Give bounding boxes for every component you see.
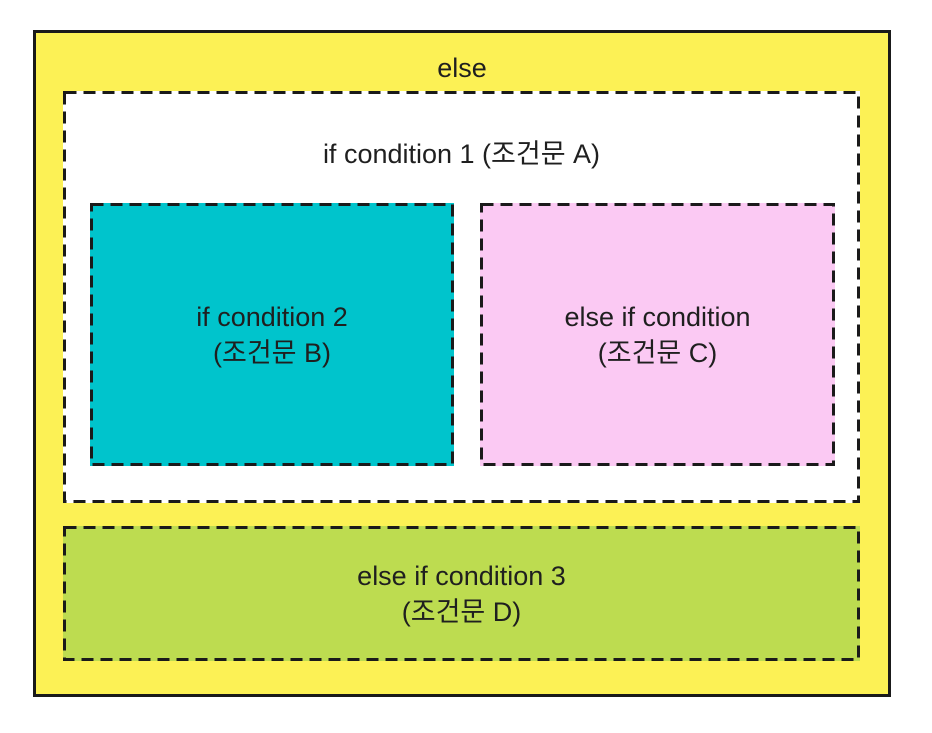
if-condition-2-label-line1: if condition 2: [196, 301, 348, 332]
if-condition-1-label: if condition 1 (조건문 A): [322, 139, 601, 169]
if-condition-2-label-line2: (조건문 B): [212, 337, 331, 368]
else-if-condition-3-label-line2: (조건문 D): [401, 596, 522, 627]
else-label: else: [437, 53, 487, 83]
else-block: else if condition 1 (조건문 A) if condition…: [33, 30, 891, 697]
else-if-condition-3-label-line1: else if condition 3: [357, 560, 566, 591]
else-if-condition-c-label-line1: else if condition: [564, 301, 751, 332]
if-condition-1-block: if condition 1 (조건문 A) if condition 2 (조…: [63, 91, 860, 503]
if-condition-2-block: if condition 2 (조건문 B): [90, 203, 454, 466]
else-if-condition-c-label-line2: (조건문 C): [597, 337, 718, 368]
else-if-condition-3-label: else if condition 3 (조건문 D): [357, 558, 566, 630]
else-if-condition-c-label: else if condition (조건문 C): [564, 299, 750, 371]
if-condition-2-label: if condition 2 (조건문 B): [196, 299, 348, 371]
else-if-condition-c-block: else if condition (조건문 C): [480, 203, 835, 466]
else-if-condition-3-block: else if condition 3 (조건문 D): [63, 526, 860, 661]
